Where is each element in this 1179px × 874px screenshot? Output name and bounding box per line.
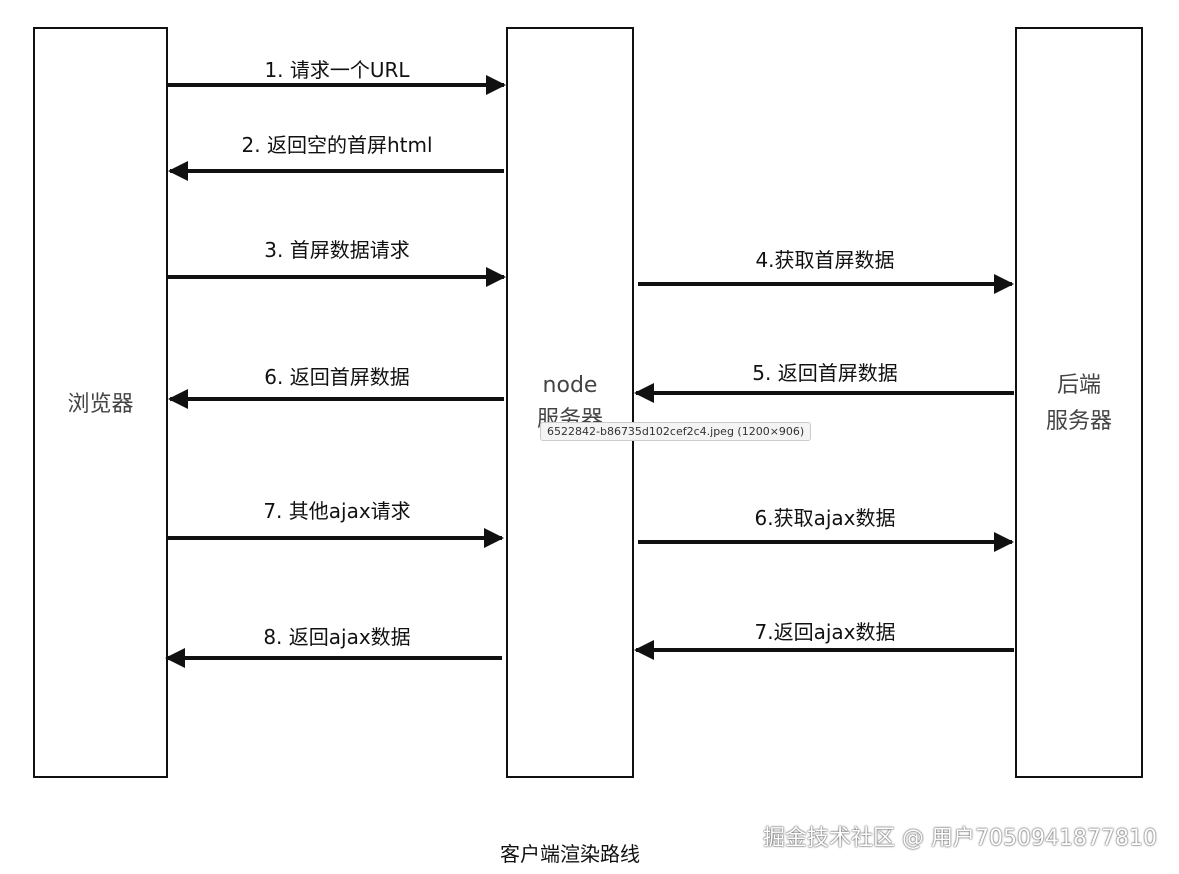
arrowhead-right-icon bbox=[994, 532, 1014, 552]
arrow-7-right bbox=[168, 528, 504, 548]
watermark-text: 掘金技术社区 @ 用户7050941877810 bbox=[763, 826, 1157, 851]
arrowhead-left-icon bbox=[168, 389, 188, 409]
arrow-4-right bbox=[638, 274, 1014, 294]
message-label-9: 7.返回ajax数据 bbox=[754, 620, 896, 644]
arrowhead-left-icon bbox=[634, 640, 654, 660]
browser-lane bbox=[33, 27, 168, 778]
arrow-8-right bbox=[638, 532, 1014, 552]
message-label-6: 6. 返回首屏数据 bbox=[264, 365, 410, 389]
arrowhead-right-icon bbox=[994, 274, 1014, 294]
diagram-caption: 客户端渲染路线 bbox=[500, 842, 640, 866]
arrow-3-right bbox=[168, 267, 506, 287]
arrow-5-left bbox=[634, 383, 1014, 403]
message-label-1: 1. 请求一个URL bbox=[264, 58, 410, 82]
arrow-9-left bbox=[634, 640, 1014, 660]
node-server-lane bbox=[506, 27, 634, 778]
arrowhead-right-icon bbox=[484, 528, 504, 548]
message-label-3: 3. 首屏数据请求 bbox=[264, 238, 410, 262]
arrowhead-left-icon bbox=[165, 648, 185, 668]
arrowhead-left-icon bbox=[168, 161, 188, 181]
message-label-2: 2. 返回空的首屏html bbox=[241, 133, 433, 157]
message-label-5: 5. 返回首屏数据 bbox=[752, 361, 898, 385]
arrow-6-left bbox=[168, 389, 504, 409]
message-label-10: 8. 返回ajax数据 bbox=[263, 625, 411, 649]
backend-server-lane bbox=[1015, 27, 1143, 778]
image-filename-tooltip: 6522842-b86735d102cef2c4.jpeg (1200×906) bbox=[540, 422, 812, 441]
arrow-1-right bbox=[168, 75, 506, 95]
backend-server-label-line1: 后端 bbox=[1056, 373, 1101, 398]
message-label-7: 7. 其他ajax请求 bbox=[263, 499, 411, 523]
arrowhead-right-icon bbox=[486, 267, 506, 287]
node-server-label-line1: node bbox=[542, 373, 598, 398]
arrowhead-right-icon bbox=[486, 75, 506, 95]
arrow-2-left bbox=[168, 161, 504, 181]
message-label-8: 6.获取ajax数据 bbox=[754, 506, 896, 530]
arrow-10-left bbox=[165, 648, 502, 668]
backend-server-label-line2: 服务器 bbox=[1045, 409, 1112, 434]
message-label-4: 4.获取首屏数据 bbox=[755, 248, 895, 272]
browser-label: 浏览器 bbox=[67, 392, 134, 417]
arrowhead-left-icon bbox=[634, 383, 654, 403]
